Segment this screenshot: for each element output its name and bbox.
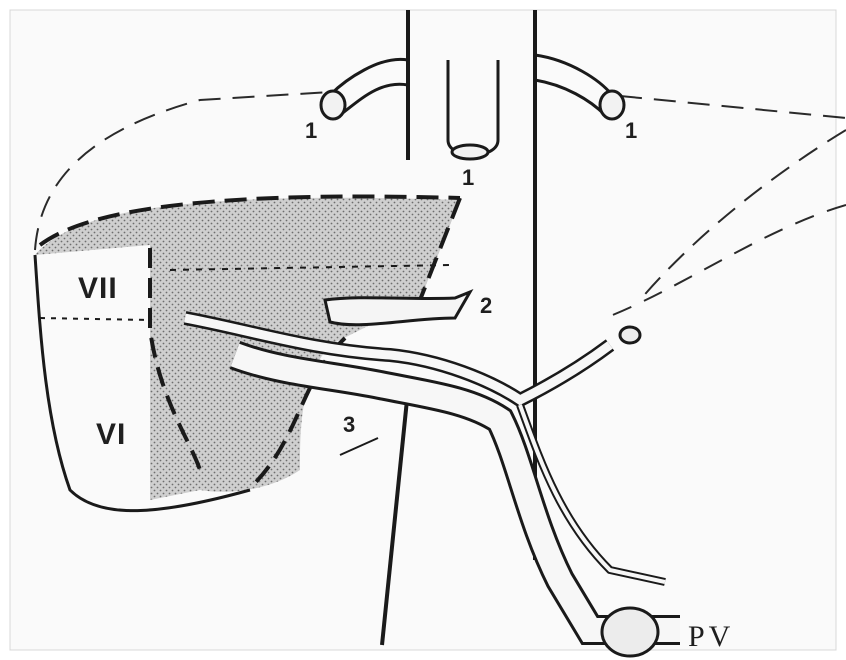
pv-cut-end [602, 608, 658, 656]
right-ligated-stump [600, 91, 624, 119]
figure-frame [10, 10, 836, 650]
ligation-label-left: 1 [305, 118, 317, 143]
left-ligated-stump [321, 91, 345, 119]
ligation-label-center: 1 [462, 165, 474, 190]
portal-branch-stump [620, 327, 640, 343]
portal-vein-label: PV [688, 620, 734, 653]
vessel-3-label: 3 [343, 412, 355, 437]
segment-vii-label: VII [78, 272, 118, 305]
vessel-2-label: 2 [480, 293, 492, 318]
middle-ligated-stump [452, 145, 488, 159]
segment-vi-label: VI [96, 418, 126, 451]
ligation-label-right: 1 [625, 118, 637, 143]
